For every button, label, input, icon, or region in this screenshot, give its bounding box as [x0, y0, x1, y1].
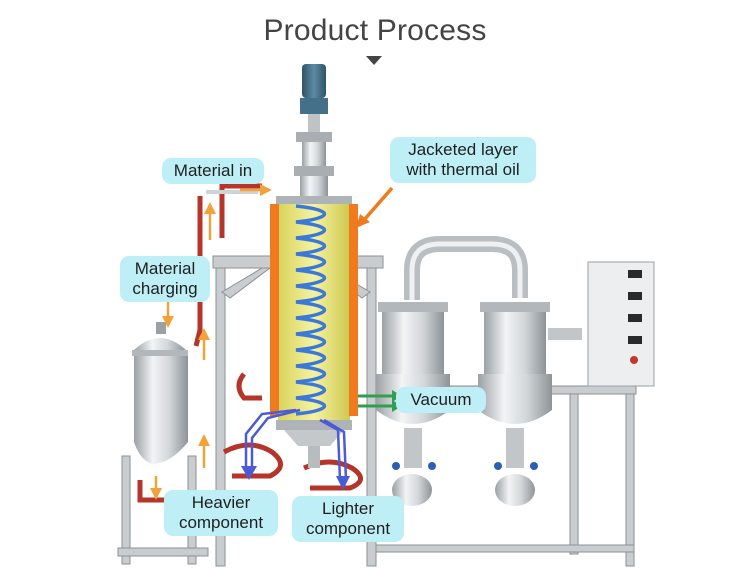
title-down-arrow-icon — [366, 56, 382, 65]
valves — [392, 462, 538, 470]
label-jacketed-line1: Jacketed layer — [408, 140, 518, 159]
label-heavier-component: Heavier component — [164, 490, 278, 536]
jacket-callout-arrow — [356, 186, 394, 228]
page-title: Product Process — [263, 14, 487, 47]
condenser-u-pipe — [404, 236, 528, 300]
thermal-oil-jacket — [270, 204, 358, 416]
label-material-in-text: Material in — [173, 161, 253, 180]
discharge-flow-lines — [241, 408, 350, 490]
label-jacketed-layer: Jacketed layer with thermal oil — [390, 137, 536, 183]
label-jacketed-line2: with thermal oil — [406, 160, 520, 179]
label-material-in: Material in — [162, 158, 264, 184]
condenser-right — [478, 302, 582, 506]
drive-motor — [294, 64, 334, 196]
label-vacuum-text: Vacuum — [410, 390, 472, 409]
label-lighter-line1: Lighter — [322, 499, 374, 518]
charging-tank — [132, 322, 188, 464]
label-vacuum: Vacuum — [396, 387, 486, 413]
label-heavier-line2: component — [178, 513, 264, 532]
wiper-coil — [295, 204, 327, 416]
label-material-charging-line1: Material — [134, 259, 196, 278]
label-material-charging-line2: charging — [132, 279, 198, 298]
label-heavier-line1: Heavier — [191, 493, 251, 512]
label-lighter-line2: component — [305, 519, 391, 538]
label-material-charging: Material charging — [120, 256, 210, 302]
flow-arrows — [150, 184, 272, 500]
control-cabinet — [587, 261, 655, 387]
label-lighter-component: Lighter component — [292, 496, 404, 542]
